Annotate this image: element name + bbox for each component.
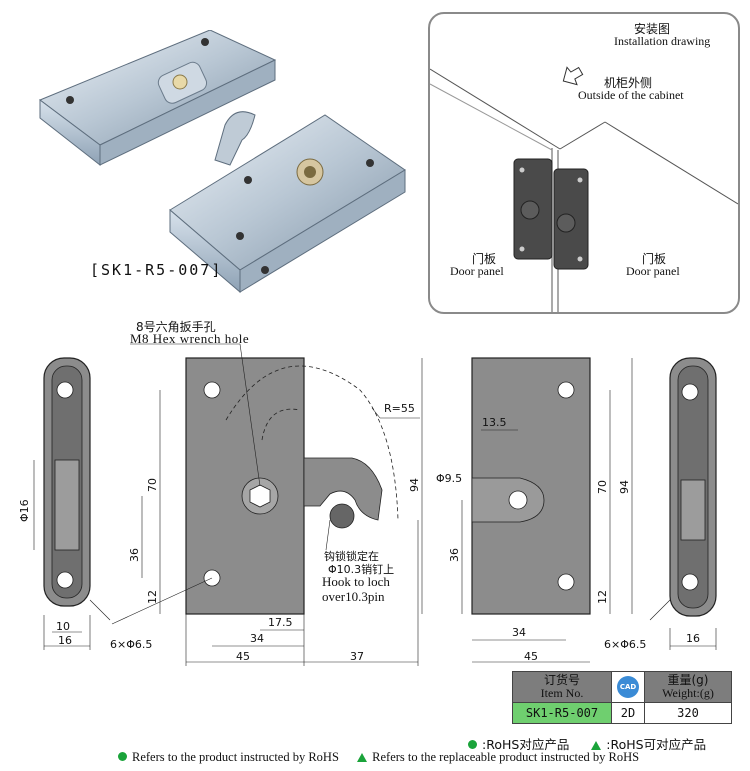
dim-94-back: 94: [618, 480, 631, 494]
item-table: 订货号 Item No. CAD 重量(g) Weight:(g) SK1-R5…: [512, 671, 732, 724]
dim-10: 10: [56, 620, 70, 633]
dim-13-5: 13.5: [482, 416, 507, 429]
item-no-header: 订货号 Item No.: [512, 671, 612, 703]
legend-cn: :RoHS对应产品 :RoHS可对应产品: [468, 734, 706, 753]
dim-17-5: 17.5: [268, 616, 293, 629]
outside-label-cn: 机柜外侧: [604, 76, 653, 90]
dim-45-front: 45: [236, 650, 250, 663]
dim-34-back: 34: [512, 626, 526, 639]
weight-header: 重量(g) Weight:(g): [644, 671, 732, 703]
door-panel-left-en: Door panel: [450, 264, 504, 278]
dim-37: 37: [350, 650, 364, 663]
dim-12-front: 12: [146, 590, 159, 604]
dim-16-left: 16: [58, 634, 72, 647]
wrench-label-en: M8 Hex wrench hole: [130, 331, 250, 346]
cad-icon: CAD: [617, 676, 639, 698]
installation-illustration: [430, 66, 738, 312]
dim-phi9-5: Φ9.5: [436, 472, 462, 485]
rohs-triangle-icon: [591, 741, 602, 750]
dim-34-front: 34: [250, 632, 264, 645]
dim-12-back: 12: [596, 590, 609, 604]
wrench-label-cn: 8号六角扳手孔: [136, 320, 216, 334]
product-code-label: [SK1-R5-007]: [90, 261, 223, 279]
outside-arrow-icon: [562, 66, 584, 86]
installation-drawing-panel: 安装图 Installation drawing 机柜外侧 Outside of…: [428, 12, 740, 314]
legend-en: Refers to the product instructed by RoHS…: [118, 750, 639, 765]
dim-holes-right: 6×Φ6.5: [604, 638, 646, 651]
hook-label-en-1: Hook to loch: [322, 574, 390, 589]
dim-36-back: 36: [448, 548, 461, 562]
install-title-en: Installation drawing: [614, 34, 711, 48]
door-panel-right-cn: 门板: [642, 252, 667, 266]
door-panel-left-cn: 门板: [472, 252, 497, 266]
outside-label-en: Outside of the cabinet: [578, 88, 684, 102]
hook-label-cn-2: Φ10.3销钉上: [328, 563, 395, 576]
install-title-cn: 安装图: [634, 22, 671, 36]
hook-label-cn-1: 钩锁锁定在: [324, 550, 379, 563]
dim-70-front: 70: [146, 478, 159, 492]
rohs-triangle-icon: [357, 753, 368, 762]
door-panel-right-en: Door panel: [626, 264, 680, 278]
dim-36-front: 36: [128, 548, 141, 562]
dim-94-front: 94: [408, 478, 421, 492]
dim-16-right: 16: [686, 632, 700, 645]
rohs-dot-icon: [118, 752, 127, 761]
hook-label-en-2: over10.3pin: [322, 589, 385, 604]
cad-value: 2D: [611, 702, 645, 724]
item-no-value: SK1-R5-007: [512, 702, 612, 724]
rohs-dot-icon: [468, 740, 477, 749]
dim-phi16-left: Φ16: [18, 499, 31, 522]
technical-drawing: Φ16 10 16 6×Φ6.5 R=55 70 36 12 94 17.5 3…: [18, 343, 717, 666]
dim-holes-left: 6×Φ6.5: [110, 638, 152, 651]
dim-45-back: 45: [524, 650, 538, 663]
cad-header: CAD: [611, 671, 645, 703]
weight-value: 320: [644, 702, 732, 724]
hook: [214, 111, 256, 166]
dim-r55: R=55: [384, 402, 415, 415]
product-photo: [38, 30, 406, 294]
dim-70-back: 70: [596, 480, 609, 494]
